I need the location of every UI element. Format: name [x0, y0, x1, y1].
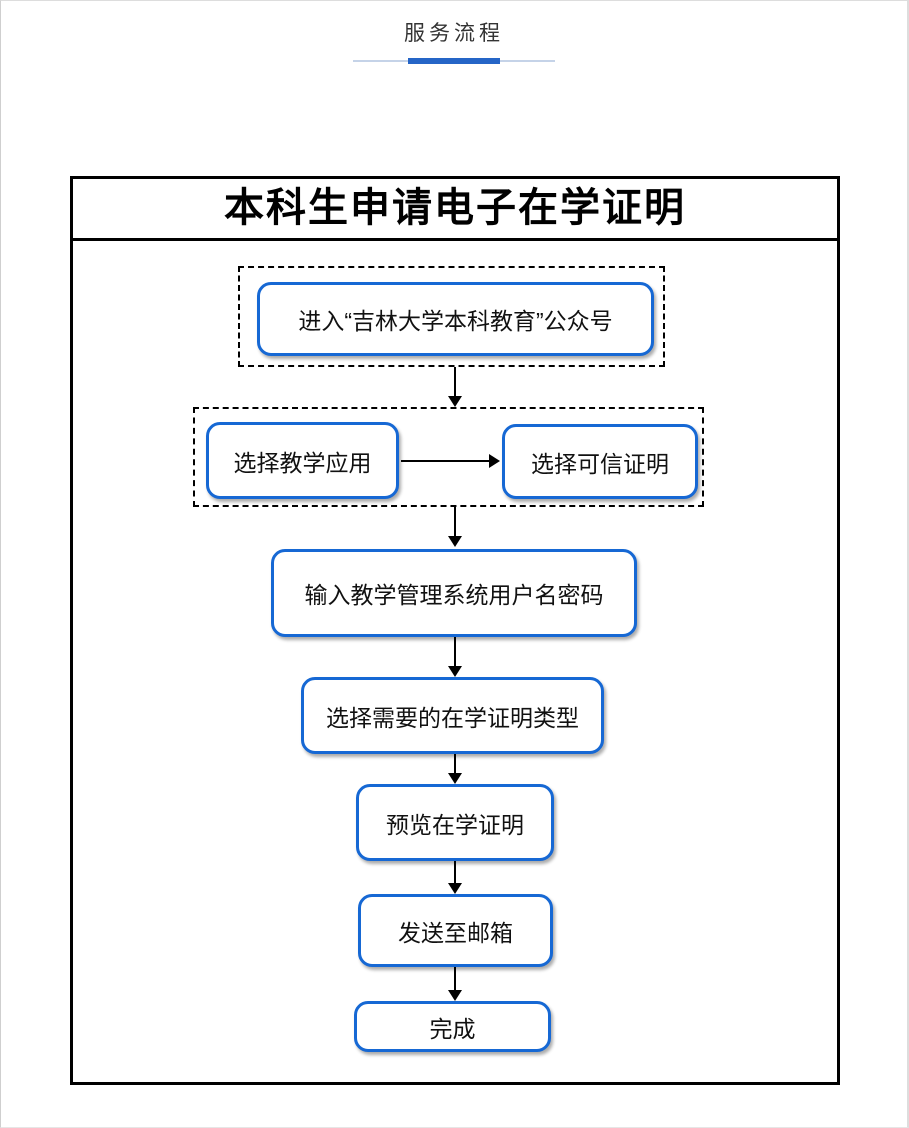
flow-step-select-trusted-cert: 选择可信证明: [502, 424, 698, 499]
arrow-down-3: [454, 637, 456, 666]
flow-step-done: 完成: [354, 1001, 551, 1052]
flow-group-select: [193, 407, 704, 507]
flow-step-input-credentials: 输入教学管理系统用户名密码: [271, 549, 637, 637]
tab-active-indicator: [408, 58, 500, 64]
flow-group-entry: [238, 266, 665, 367]
flowchart-title: 本科生申请电子在学证明: [73, 179, 837, 241]
arrow-down-5: [454, 861, 456, 883]
tab-underline-track: [353, 58, 555, 64]
tab-service-flow[interactable]: 服务流程: [353, 21, 555, 64]
arrow-right-1: [401, 460, 489, 462]
flow-step-select-cert-type: 选择需要的在学证明类型: [301, 677, 604, 754]
arrow-down-4: [454, 754, 456, 773]
flowchart-frame: 本科生申请电子在学证明 进入“吉林大学本科教育”公众号 选择教学应用 选择可信证…: [70, 176, 840, 1085]
flow-step-preview-cert: 预览在学证明: [356, 784, 554, 861]
arrow-down-1: [454, 367, 456, 396]
tab-label: 服务流程: [404, 22, 504, 45]
flow-step-select-teaching-app: 选择教学应用: [206, 422, 399, 499]
flowchart-canvas: 进入“吉林大学本科教育”公众号 选择教学应用 选择可信证明 输入教学管理系统用户…: [73, 241, 837, 1080]
flow-step-send-to-email: 发送至邮箱: [358, 894, 553, 967]
arrow-down-2: [454, 507, 456, 536]
flow-step-enter-official-account: 进入“吉林大学本科教育”公众号: [257, 282, 654, 356]
tab-bar: 服务流程: [1, 1, 907, 64]
arrow-down-6: [454, 967, 456, 990]
